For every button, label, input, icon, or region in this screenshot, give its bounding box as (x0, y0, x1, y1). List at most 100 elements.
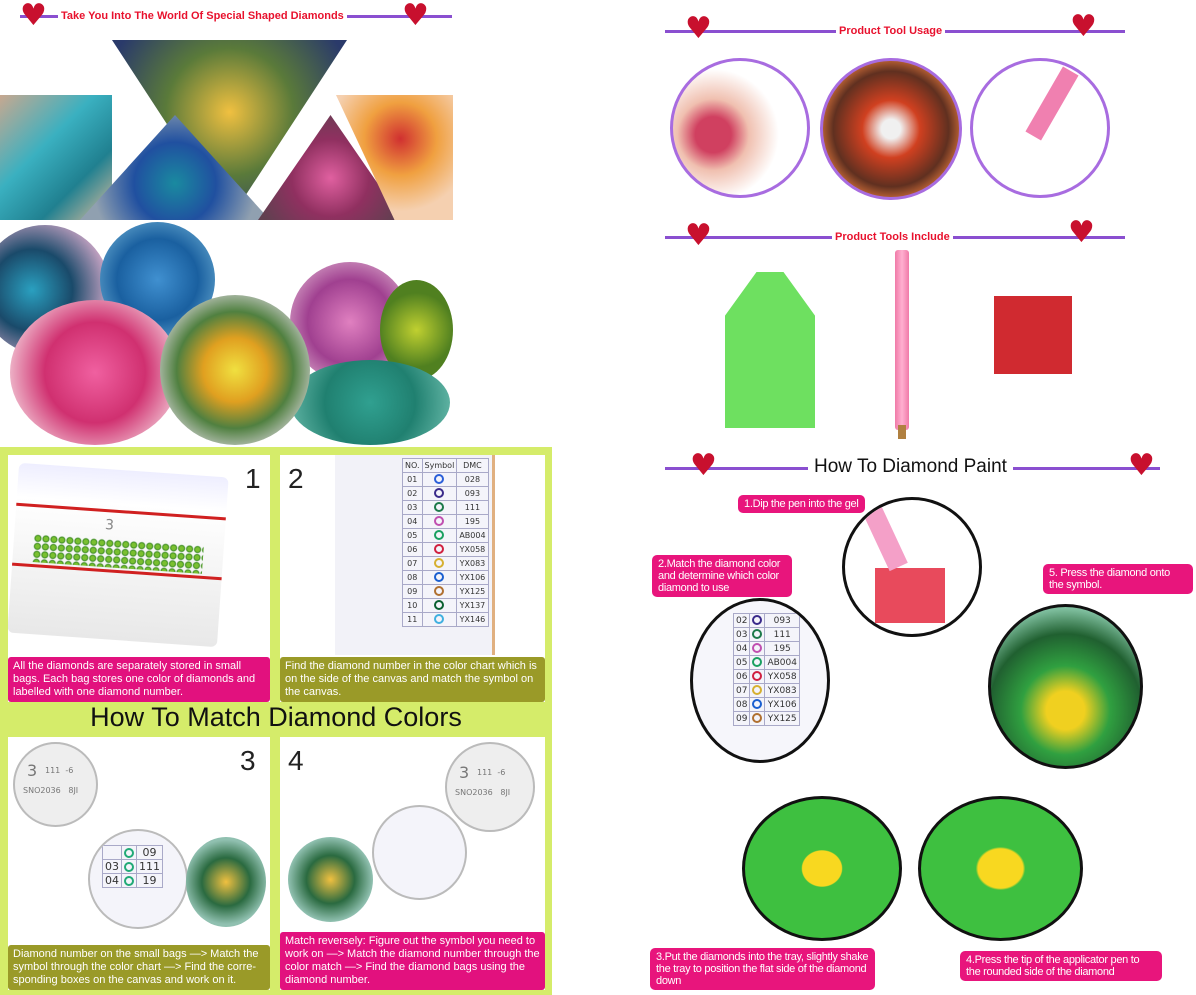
symbol-icon (434, 614, 445, 625)
symbol-icon (752, 671, 763, 682)
tool-usage-photo (970, 58, 1110, 198)
step-number: 1 (245, 463, 261, 494)
bag-closeup: 3 111 -6 SNO2036 8JI (445, 742, 535, 832)
press-diamond-photo (988, 604, 1143, 769)
bag-closeup: 3 111 -6 SNO2036 8JI (13, 742, 98, 827)
chart-header: Symbol (421, 458, 458, 473)
chart-header: DMC (456, 458, 489, 473)
step-number: 2 (288, 463, 304, 494)
step-caption: Diamond number on the small bags —> Matc… (8, 945, 270, 990)
step-number: 3 (240, 745, 256, 776)
symbol-icon (124, 848, 134, 858)
symbol-icon (752, 629, 763, 640)
heart-icon: ♥ (685, 218, 712, 253)
step-card-1: 3 1 All the diamonds are separately stor… (8, 455, 270, 702)
symbol-icon (434, 488, 445, 499)
diamond-photo (160, 295, 310, 445)
heart-icon: ♥ (690, 448, 717, 483)
diamond-photo (0, 95, 112, 220)
heart-icon: ♥ (20, 0, 47, 33)
paint-step-4: 4.Press the tip of the applicator pen to… (960, 951, 1162, 981)
chart-row: 09 (102, 845, 163, 860)
chart-header: NO. (402, 458, 423, 473)
bag-code: SNO2036 8JI (455, 788, 511, 797)
canvas-closeup (186, 837, 266, 927)
world-header: Take You Into The World Of Special Shape… (58, 9, 347, 23)
heart-icon: ♥ (402, 0, 429, 33)
symbol-icon (124, 876, 134, 886)
tool-usage-header: Product Tool Usage (836, 24, 946, 38)
diamond-photo (10, 300, 180, 445)
symbol-icon (752, 657, 763, 668)
diamond-bag-photo: 3 (8, 462, 229, 648)
tray-diamonds-photo (742, 796, 902, 941)
step-caption: All the diamonds are separately stored i… (8, 657, 270, 702)
symbol-icon (434, 474, 445, 485)
dip-pen-photo (842, 497, 982, 637)
heart-icon: ♥ (1068, 215, 1095, 250)
symbol-icon (434, 544, 445, 555)
symbol-icon (434, 600, 445, 611)
step-caption: Find the diamond number in the color cha… (280, 657, 545, 702)
heart-icon: ♥ (1070, 9, 1097, 44)
tools-include-header: Product Tools Include (832, 230, 953, 244)
symbol-icon (434, 572, 445, 583)
glue-clay-icon (994, 296, 1072, 374)
heart-icon: ♥ (685, 11, 712, 46)
bag-code: SNO2036 8JI (23, 786, 79, 795)
bag-label: 3 (27, 761, 38, 780)
pick-diamond-photo (918, 796, 1083, 941)
bag-label: 3 (104, 517, 115, 534)
paint-step-1: 1.Dip the pen into the gel (738, 495, 865, 513)
how-to-paint-header: How To Diamond Paint (808, 455, 1013, 479)
chart-closeup (372, 805, 467, 900)
step-number: 4 (288, 745, 304, 776)
tool-usage-photo (670, 58, 810, 198)
bag-sub: 111 -6 (45, 766, 74, 775)
symbol-icon (434, 558, 445, 569)
symbol-icon (124, 862, 134, 872)
symbol-icon (752, 643, 763, 654)
symbol-icon (752, 713, 763, 724)
symbol-icon (752, 615, 763, 626)
paint-step-2: 2.Match the diamond color and determine … (652, 555, 792, 597)
symbol-icon (434, 516, 445, 527)
diamond-photo (290, 360, 450, 445)
canvas-closeup (288, 837, 373, 922)
tray-icon (725, 272, 815, 428)
bag-label: 3 (459, 763, 470, 782)
step-card-4: 4 3 111 -6 SNO2036 8JI Match reversely: … (280, 737, 545, 990)
symbol-icon (434, 502, 445, 513)
heart-icon: ♥ (1128, 448, 1155, 483)
symbol-icon (434, 586, 445, 597)
step-caption: Match reversely: Figure out the symbol y… (280, 932, 545, 990)
pen-tip (898, 425, 906, 439)
paint-step-3: 3.Put the diamonds into the tray, slight… (650, 948, 875, 990)
